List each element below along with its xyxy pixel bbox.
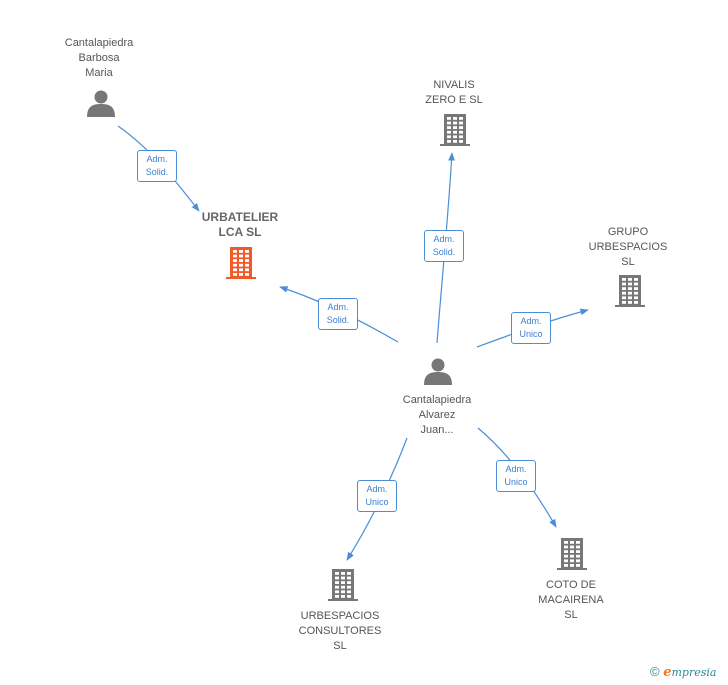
node-label-line: MACAIRENA — [538, 594, 604, 606]
icons-layer — [87, 90, 645, 601]
node-label-line: NIVALIS — [433, 79, 475, 91]
node-label-line: URBATELIER — [201, 210, 279, 224]
edge-label-p2-c1[interactable]: Adm. Solid. — [318, 298, 358, 330]
node-label-line: SL — [621, 256, 635, 268]
edge-label-line: Solid. — [145, 167, 169, 177]
edge-label-line: Adm. — [327, 302, 349, 312]
brand-initial: e — [663, 665, 672, 680]
node-label-line: Juan... — [420, 424, 454, 436]
node-label-line: LCA SL — [218, 225, 262, 239]
building-icon-focus[interactable] — [226, 247, 256, 279]
node-label-line: COTO DE — [546, 579, 596, 591]
node-label-line: CONSULTORES — [298, 625, 382, 637]
edge-label-line: Adm. — [520, 316, 542, 326]
edge-label-line: Adm. — [366, 484, 388, 494]
company-label-c3[interactable]: GRUPO URBESPACIOS SL — [568, 225, 688, 270]
node-label-line: SL — [564, 609, 578, 621]
building-icon[interactable] — [557, 538, 587, 570]
node-label-line: Cantalapiedra — [402, 394, 472, 406]
node-label-line: Cantalapiedra — [64, 37, 134, 49]
node-label-line: ZERO E SL — [425, 94, 483, 106]
person-icon[interactable] — [87, 90, 115, 118]
company-label-c2[interactable]: NIVALIS ZERO E SL — [394, 78, 514, 108]
node-label-line: SL — [333, 640, 347, 652]
edge-label-p2-c2[interactable]: Adm. Solid. — [424, 230, 464, 262]
company-label-c4[interactable]: URBESPACIOS CONSULTORES SL — [280, 609, 400, 654]
brand-name: mpresia — [671, 666, 717, 679]
node-label-line: URBESPACIOS — [300, 610, 380, 622]
edge-label-line: Unico — [519, 329, 543, 339]
edge-label-p2-c4[interactable]: Adm. Unico — [357, 480, 397, 512]
edge-label-line: Adm. — [433, 234, 455, 244]
node-label-line: Alvarez — [418, 409, 456, 421]
node-label-line: Maria — [85, 67, 113, 79]
building-icon[interactable] — [328, 569, 358, 601]
node-label-line: Barbosa — [78, 52, 120, 64]
company-label-c5[interactable]: COTO DE MACAIRENA SL — [511, 578, 631, 623]
brand-watermark: © empresia — [650, 664, 716, 680]
node-label-line: GRUPO — [607, 226, 649, 238]
edge-label-line: Adm. — [146, 154, 168, 164]
edge-label-p2-c3[interactable]: Adm. Unico — [511, 312, 551, 344]
building-icon[interactable] — [615, 275, 645, 307]
copyright-symbol: © — [650, 664, 660, 679]
edge-label-line: Solid. — [432, 247, 456, 257]
person-icon[interactable] — [424, 358, 452, 386]
edge-label-p1-c1[interactable]: Adm. Solid. — [137, 150, 177, 182]
edge-label-p2-c5[interactable]: Adm. Unico — [496, 460, 536, 492]
node-label-line: URBESPACIOS — [588, 241, 668, 253]
building-icon[interactable] — [440, 114, 470, 146]
edge-label-line: Adm. — [505, 464, 527, 474]
edge-label-line: Unico — [365, 497, 389, 507]
edge-label-line: Solid. — [326, 315, 350, 325]
edge-label-line: Unico — [504, 477, 528, 487]
